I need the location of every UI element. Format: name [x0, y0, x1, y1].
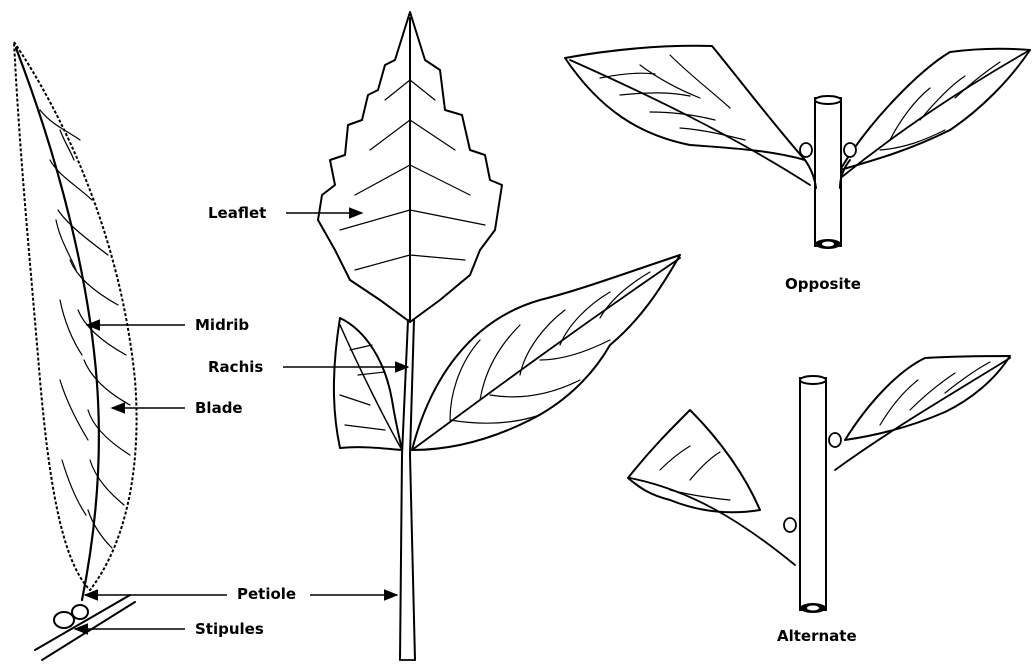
label-opposite: Opposite: [785, 275, 861, 293]
label-stipules: Stipules: [195, 620, 264, 638]
simple-leaf-twig: [35, 595, 135, 660]
label-leaflet: Leaflet: [208, 204, 266, 222]
stipule-2: [72, 605, 88, 619]
label-alternate: Alternate: [777, 627, 857, 645]
label-blade: Blade: [195, 399, 243, 417]
alternate-arrangement: [628, 356, 1010, 613]
simple-leaf: [14, 42, 137, 660]
opposite-arrangement: [565, 46, 1030, 249]
simple-leaf-blade: [14, 42, 137, 590]
label-midrib: Midrib: [195, 316, 249, 334]
stipule-1: [54, 612, 74, 628]
rachis: [400, 320, 415, 660]
label-petiole: Petiole: [237, 585, 296, 603]
label-rachis: Rachis: [208, 358, 263, 376]
